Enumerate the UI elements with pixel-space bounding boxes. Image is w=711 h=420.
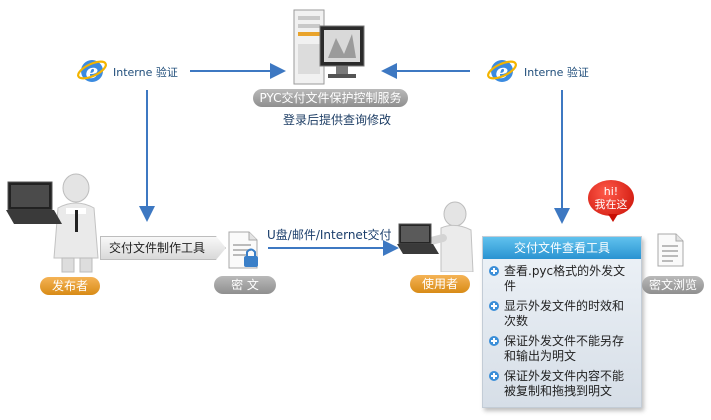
user-label: 使用者 — [410, 275, 470, 293]
server-sublabel: 登录后提供查询修改 — [283, 113, 392, 127]
list-item: 显示外发文件的时效和 次数 — [489, 299, 635, 329]
viewer-tool-panel: 交付文件查看工具 查看.pyc格式的外发文件 显示外发文件的时效和 次数 保证外… — [482, 236, 642, 408]
ie-browser-icon: e — [486, 55, 518, 87]
plus-icon — [489, 371, 499, 381]
bubble-tail — [608, 214, 618, 222]
publisher-label: 发布者 — [40, 277, 100, 295]
encrypted-document-icon — [226, 230, 262, 270]
ie-browser-icon: e — [76, 55, 108, 87]
right-auth-label: Interne 验证 — [524, 66, 589, 79]
list-item: 查看.pyc格式的外发文件 — [489, 264, 635, 294]
plus-icon — [489, 266, 499, 276]
transfer-label: U盘/邮件/Internet交付 — [267, 228, 392, 242]
user-figure-icon — [397, 198, 477, 273]
plus-icon — [489, 301, 499, 311]
list-item: 保证外发文件内容不能 被复制和拖拽到明文 — [489, 369, 635, 399]
hi-bubble: hi! 我在这 — [588, 180, 634, 216]
document-icon — [656, 232, 686, 268]
server-label: PYC交付文件保护控制服务 — [253, 89, 408, 107]
publisher-figure-icon — [6, 168, 101, 273]
viewer-feature-list: 查看.pyc格式的外发文件 显示外发文件的时效和 次数 保证外发文件不能另存 和… — [483, 264, 641, 399]
server-icon — [290, 4, 370, 88]
list-item: 保证外发文件不能另存 和输出为明文 — [489, 334, 635, 364]
plus-icon — [489, 336, 499, 346]
hi-bubble-text: hi! 我在这 — [594, 185, 628, 211]
viewer-tool-title: 交付文件查看工具 — [483, 237, 641, 259]
cipher-label: 密 文 — [214, 276, 276, 294]
publisher-tool-label: 交付文件制作工具 — [100, 236, 226, 260]
cipher-browse-label: 密文浏览 — [642, 276, 704, 294]
left-auth-label: Interne 验证 — [113, 66, 178, 79]
